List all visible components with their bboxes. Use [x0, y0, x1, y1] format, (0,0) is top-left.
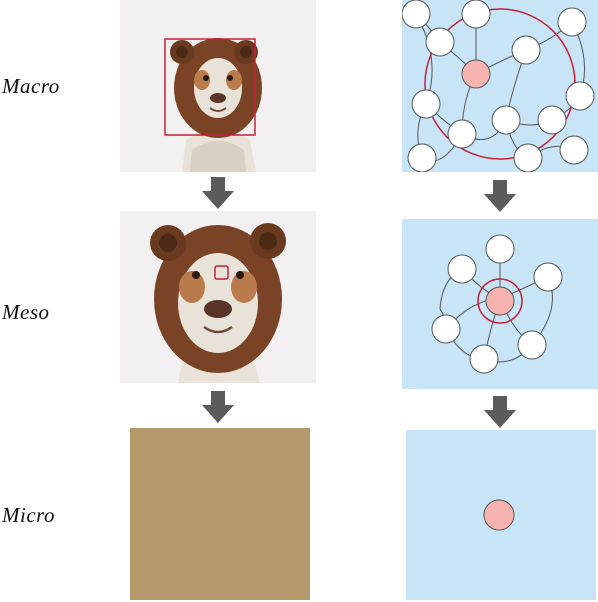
label-macro: Macro	[2, 74, 60, 98]
micro-texture-patch	[130, 428, 310, 600]
micro-graph	[406, 430, 596, 600]
down-arrow-icon	[482, 394, 518, 430]
down-arrow-icon	[200, 389, 236, 425]
meso-graph	[402, 219, 598, 389]
macro-graph	[402, 0, 598, 172]
down-arrow-icon	[482, 178, 518, 214]
label-micro: Micro	[2, 503, 56, 527]
down-arrow-icon	[200, 175, 236, 211]
label-meso: Meso	[2, 300, 50, 324]
dog-in-bear-hat-icon	[164, 38, 262, 172]
dog-face-zoom-icon	[150, 223, 286, 383]
macro-dog-photo	[120, 0, 316, 172]
meso-dog-photo	[120, 211, 316, 383]
